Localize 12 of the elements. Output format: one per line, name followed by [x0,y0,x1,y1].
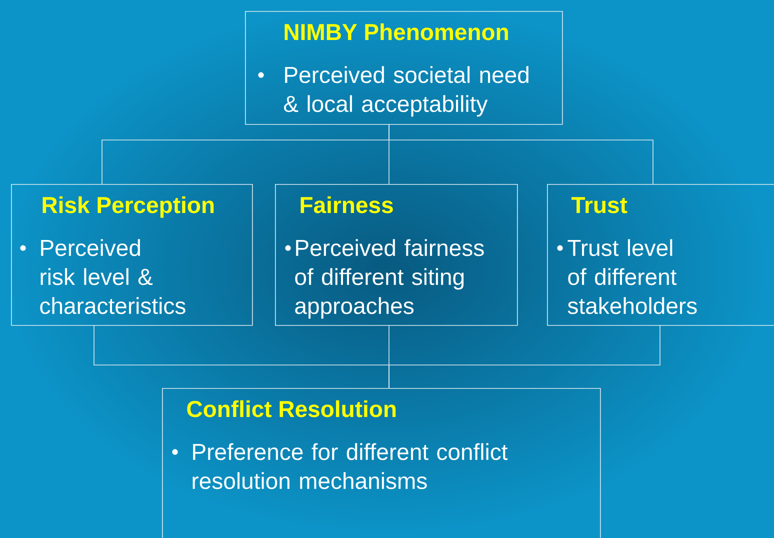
bullet-text: Perceived societal need & local acceptability [284,66,528,117]
heading: NIMBY Phenomenon [284,23,508,40]
bullet-text: Trust level of different stakeholders [568,239,697,314]
heading: Risk Perception [42,196,214,218]
heading: Trust [571,197,628,214]
bullet-text: Preference for different conflict resolution mechanisms [192,443,508,490]
connector-line [388,124,654,184]
bullet-text: Perceived fairness of different siting approaches [295,239,484,319]
bullet-text: Perceived risk level & characteristics [40,239,186,314]
connector-line [388,324,660,388]
heading: Fairness [300,196,393,214]
heading: Conflict Resolution [187,400,396,418]
